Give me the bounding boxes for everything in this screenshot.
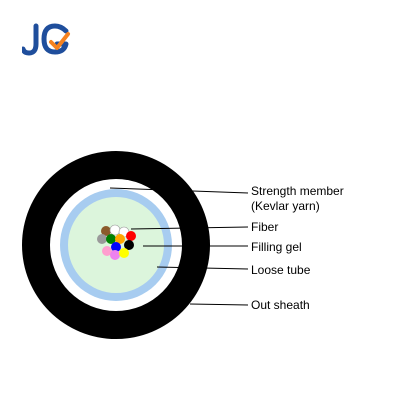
label-filling-gel: Filling gel bbox=[251, 240, 302, 254]
leader-fiber bbox=[130, 226, 249, 230]
fiber-blue bbox=[111, 242, 121, 252]
label-out-sheath: Out sheath bbox=[251, 298, 310, 312]
logo-letter-j bbox=[22, 23, 39, 56]
label-kevlar-yarn: (Kevlar yarn) bbox=[251, 199, 320, 213]
label-strength-member: Strength member bbox=[251, 184, 344, 198]
label-fiber: Fiber bbox=[251, 220, 279, 234]
fiber-white bbox=[109, 224, 121, 236]
fiber-violet bbox=[110, 250, 120, 260]
fiber-bundle bbox=[97, 224, 136, 260]
leader-out-sheath bbox=[189, 303, 249, 306]
company-logo bbox=[22, 23, 70, 56]
logo-accent bbox=[49, 32, 70, 50]
leader-strength-member bbox=[109, 187, 249, 194]
fiber-brown bbox=[101, 226, 111, 236]
logo-letter-g bbox=[41, 23, 69, 55]
leader-loose-tube bbox=[156, 266, 249, 270]
fiber-green bbox=[106, 234, 116, 244]
fiber-yellow bbox=[119, 248, 129, 258]
fiber-orange bbox=[115, 234, 125, 244]
label-loose-tube: Loose tube bbox=[251, 263, 311, 277]
fiber-pink bbox=[102, 246, 112, 256]
fiber-black bbox=[124, 240, 134, 250]
fiber-red bbox=[126, 231, 136, 241]
fiber-gray bbox=[97, 234, 107, 244]
